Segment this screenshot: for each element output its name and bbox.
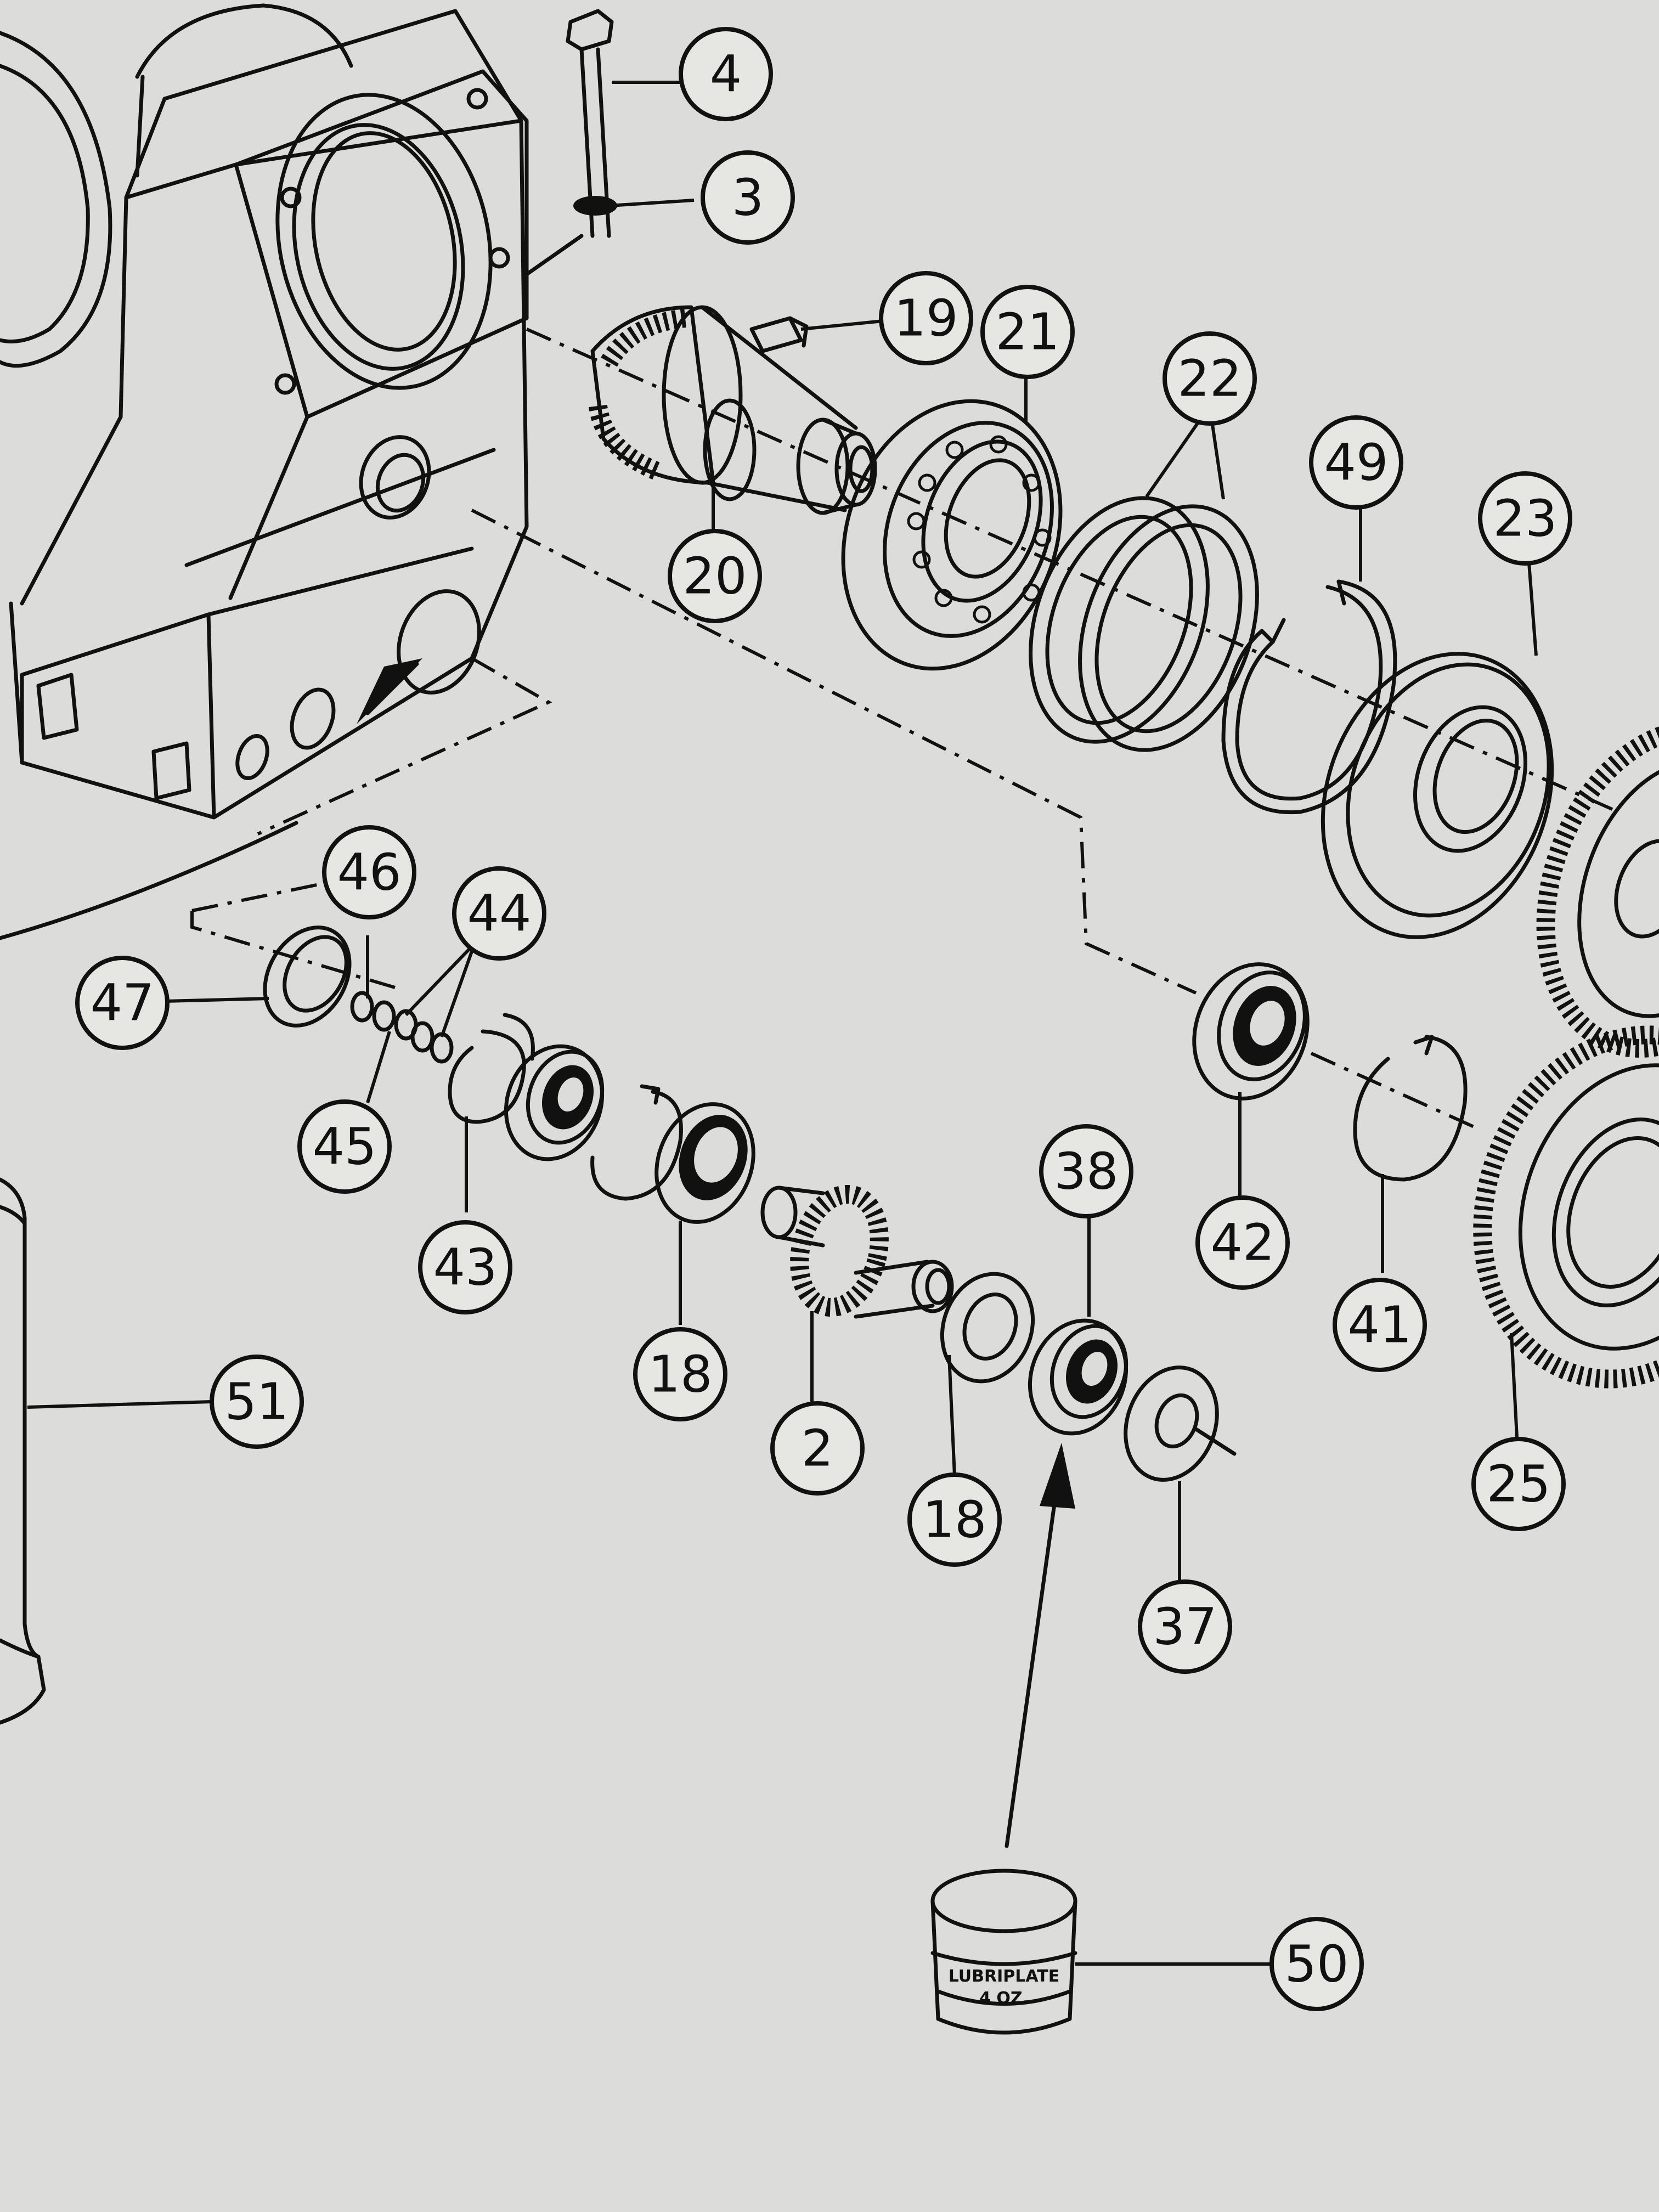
svg-text:22: 22 <box>1177 349 1242 408</box>
part-18-washer-b <box>940 1272 1035 1384</box>
svg-text:3: 3 <box>732 168 764 227</box>
lower-outline <box>190 876 396 989</box>
svg-text:45: 45 <box>312 1118 376 1176</box>
part-42-bearing <box>1192 962 1310 1101</box>
part-49-snap-ring <box>1221 579 1397 815</box>
connector-axis <box>471 509 1197 995</box>
svg-text:43: 43 <box>433 1238 497 1297</box>
parts-44-45-46-washers <box>350 991 454 1064</box>
svg-text:18: 18 <box>648 1345 712 1404</box>
callout-50: 50 <box>1269 1917 1364 2011</box>
callout-49: 49 <box>1309 415 1403 510</box>
svg-text:49: 49 <box>1324 433 1388 492</box>
part-50-grease-can: LUBRIPLATE 4 OZ. <box>930 1869 1077 2035</box>
part-2-pinion-shaft <box>760 1184 954 1319</box>
part-47-seal <box>263 926 352 1028</box>
callout-20: 20 <box>668 529 762 623</box>
callout-19: 19 <box>879 271 973 365</box>
callout-22: 22 <box>1163 331 1257 426</box>
callout-18-upper: 18 <box>633 1327 727 1421</box>
svg-text:4: 4 <box>710 45 742 104</box>
svg-text:18: 18 <box>922 1491 986 1549</box>
callout-2: 2 <box>770 1401 865 1496</box>
part-43-snap-ring <box>448 1013 535 1124</box>
callout-4: 4 <box>679 27 773 121</box>
svg-text:25: 25 <box>1486 1455 1550 1514</box>
callout-41: 41 <box>1333 1278 1427 1372</box>
svg-text:46: 46 <box>337 843 401 902</box>
svg-text:20: 20 <box>682 547 747 606</box>
part-18-bearing-a <box>654 1102 755 1224</box>
callout-21: 21 <box>980 285 1075 379</box>
svg-text:21: 21 <box>995 303 1059 362</box>
part-21-bearing <box>841 399 1063 671</box>
callout-23: 23 <box>1478 471 1572 566</box>
part-22-shims <box>1029 496 1259 752</box>
callout-51: 51 <box>210 1355 304 1449</box>
callout-3: 3 <box>701 150 795 245</box>
grease-can-brand: LUBRIPLATE <box>949 1967 1060 1986</box>
callout-44: 44 <box>452 866 546 961</box>
gearbox-housing <box>0 3 552 940</box>
part-25-spur-gear <box>1473 1025 1659 1389</box>
part-3-washer <box>573 196 617 216</box>
callout-45: 45 <box>297 1099 392 1194</box>
svg-text:44: 44 <box>467 884 531 943</box>
grease-can-size: 4 OZ. <box>979 1989 1029 2008</box>
svg-text:37: 37 <box>1153 1598 1217 1656</box>
part-38-bearing <box>1028 1318 1128 1436</box>
callout-25: 25 <box>1471 1437 1566 1531</box>
callout-46: 46 <box>322 825 416 919</box>
upper-spur-gear <box>1536 720 1659 1058</box>
svg-text:42: 42 <box>1210 1214 1274 1272</box>
svg-text:51: 51 <box>224 1373 289 1431</box>
callout-18-lower: 18 <box>907 1472 1002 1567</box>
grease-arrow-shaft <box>1005 1490 1058 1848</box>
svg-text:38: 38 <box>1054 1142 1118 1201</box>
part-41-snap-ring <box>1353 1035 1468 1182</box>
callout-38: 38 <box>1039 1124 1133 1218</box>
part-51-cylinder <box>0 1177 46 1725</box>
callout-43: 43 <box>418 1220 512 1314</box>
callout-42: 42 <box>1195 1195 1290 1290</box>
svg-text:23: 23 <box>1493 489 1557 548</box>
part-20-bevel-pinion <box>589 305 877 515</box>
part-37-washer <box>1124 1365 1237 1482</box>
svg-text:41: 41 <box>1347 1296 1412 1355</box>
svg-text:19: 19 <box>894 289 958 348</box>
part-23-thrust-washer <box>1321 652 1554 939</box>
svg-text:47: 47 <box>90 974 154 1032</box>
part-19-key <box>749 316 809 353</box>
callout-47: 47 <box>75 956 170 1050</box>
callout-37: 37 <box>1138 1579 1232 1674</box>
svg-text:50: 50 <box>1284 1935 1348 1994</box>
grease-arrowhead <box>1040 1443 1075 1509</box>
svg-text:2: 2 <box>802 1419 834 1478</box>
lower-inner-bearing <box>504 1044 605 1161</box>
